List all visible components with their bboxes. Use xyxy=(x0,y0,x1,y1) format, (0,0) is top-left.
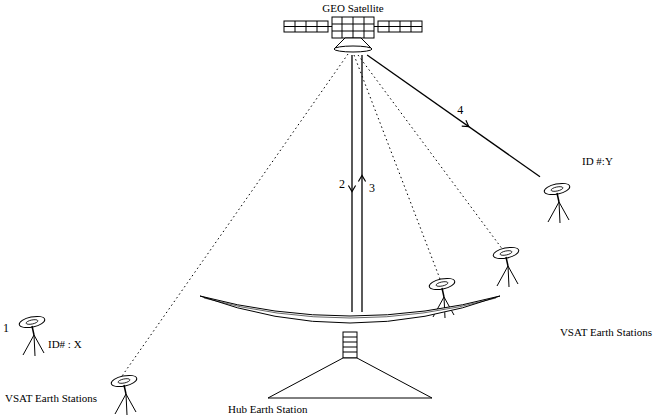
callout-number: 3 xyxy=(368,181,376,194)
callout-number: 1 xyxy=(2,321,10,334)
arrow-head xyxy=(462,120,469,126)
downlink-arrow xyxy=(367,55,540,177)
group-label: VSAT Earth Stations xyxy=(5,392,97,405)
vsat-symbol xyxy=(18,314,46,356)
downlink-arrow xyxy=(351,55,352,312)
uplink-arrow xyxy=(361,55,362,312)
node-label: Hub Earth Station xyxy=(228,403,307,415)
node-label: Hub Earth Station xyxy=(228,403,307,416)
dotted-link xyxy=(122,54,503,376)
satellite-symbol xyxy=(284,17,422,52)
arrow-head xyxy=(348,186,355,192)
satellite-node: GEO Satellite xyxy=(280,2,426,55)
node-label: ID #:Y xyxy=(582,155,613,167)
node-label: ID# : X xyxy=(48,338,82,350)
callout-number: 2 xyxy=(338,177,346,190)
arrow-head xyxy=(358,176,365,182)
vsat-symbol xyxy=(543,181,571,223)
node-label: ID# : X xyxy=(48,338,82,351)
vsat-symbol xyxy=(492,245,520,287)
vsat-node: ID# : X xyxy=(15,312,84,351)
vsat-symbol xyxy=(110,373,138,415)
node-label: GEO Satellite xyxy=(322,2,383,15)
node-label: ID #:Y xyxy=(582,155,613,168)
node-label: GEO Satellite xyxy=(322,2,383,14)
hub-node: Hub Earth Station xyxy=(200,312,500,416)
callout-number: 4 xyxy=(456,103,464,116)
hub-antenna xyxy=(200,296,500,398)
group-label: VSAT Earth Stations xyxy=(560,326,652,339)
vsat-node: ID #:Y xyxy=(540,155,615,205)
